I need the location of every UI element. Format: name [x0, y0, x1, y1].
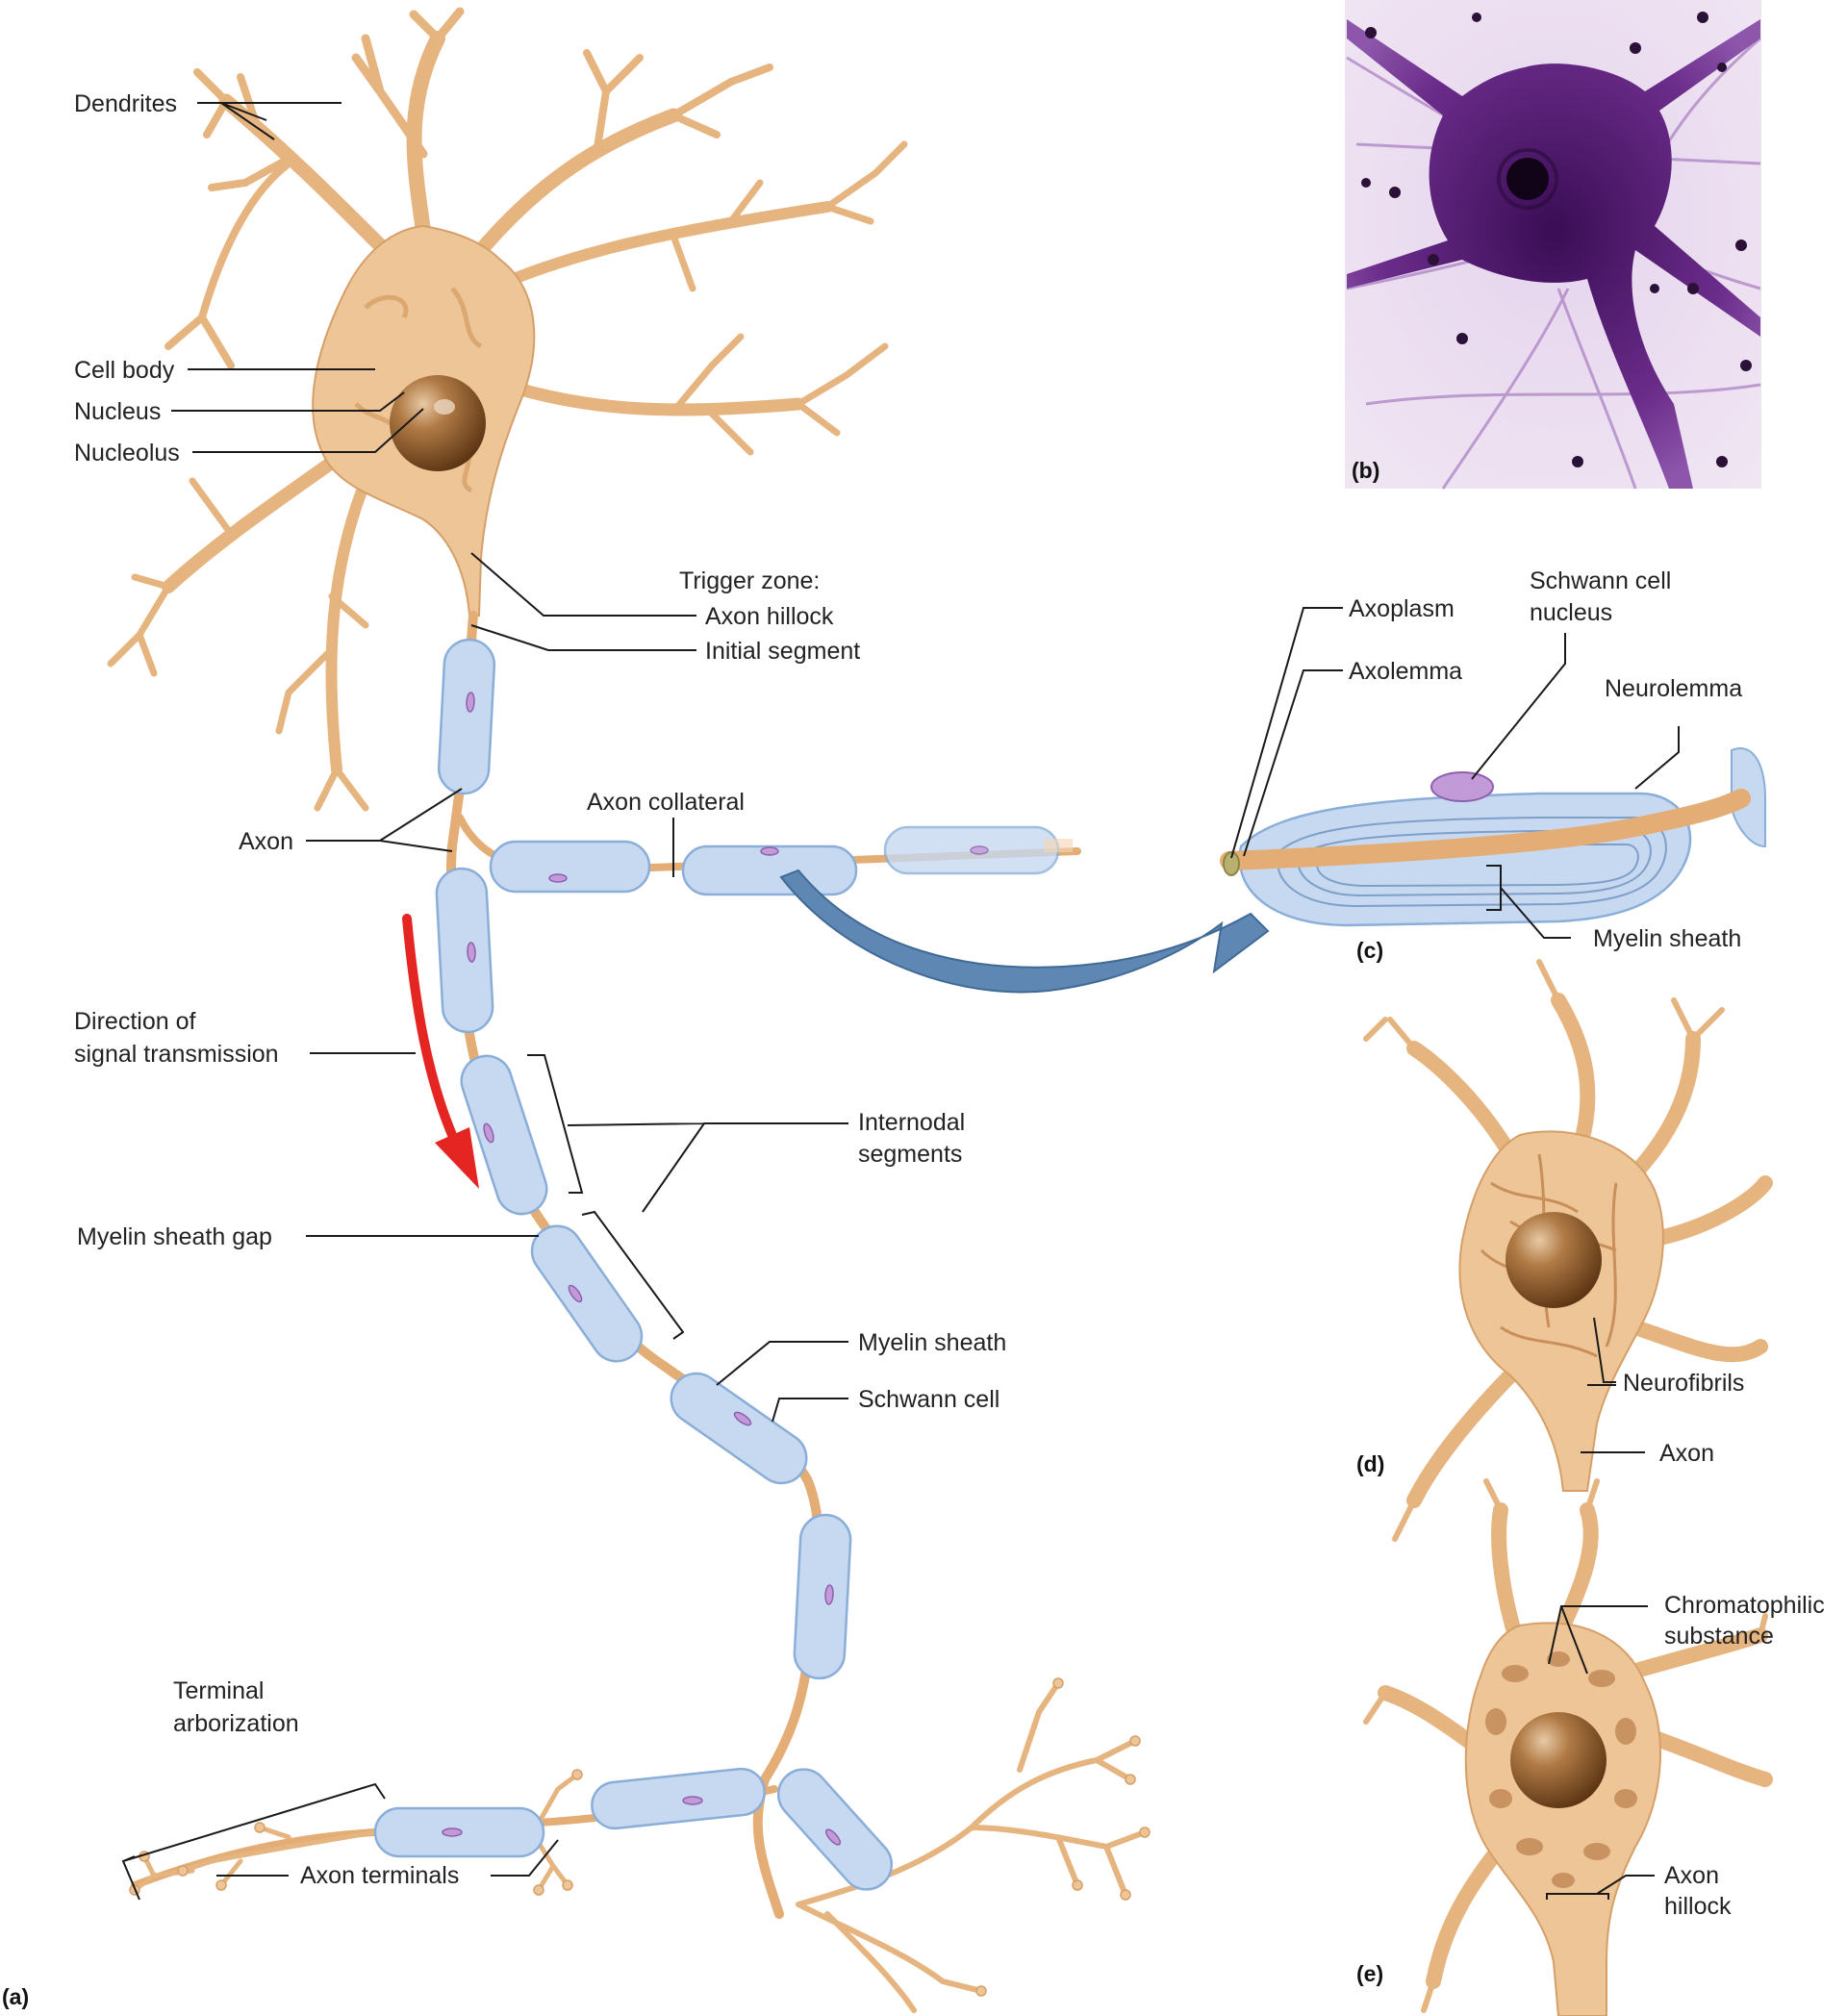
nucleus	[390, 375, 486, 471]
label-nucleus: Nucleus	[74, 398, 161, 425]
label-cell-body: Cell body	[74, 357, 175, 384]
axon-through-sheath	[1220, 789, 1751, 870]
e-nucleus	[1510, 1712, 1607, 1808]
panel-label-c: (c)	[1356, 938, 1383, 963]
soma-texture	[354, 287, 483, 493]
label-schwann-nucleus-1: Schwann cell	[1530, 567, 1671, 594]
label-chromatophilic-1: Chromatophilic	[1664, 1592, 1825, 1619]
left-terminal-branches	[132, 1772, 580, 1893]
label-axon-collateral: Axon collateral	[587, 789, 745, 816]
label-myelin-sheath: Myelin sheath	[858, 1329, 1006, 1356]
internodal-bracket-1	[527, 1054, 584, 1194]
label-nucleolus: Nucleolus	[74, 440, 180, 466]
label-e-axon-2: hillock	[1664, 1893, 1732, 1920]
label-direction-1: Direction of	[74, 1008, 195, 1035]
label-c-myelin-sheath: Myelin sheath	[1593, 925, 1741, 952]
labels-panel-a: Dendrites Cell body Nucleus Nucleolus Tr…	[2, 90, 1006, 2009]
myelin-segments-axon	[435, 638, 894, 1891]
d-nucleus	[1505, 1212, 1602, 1308]
panel-label-b: (b)	[1352, 458, 1379, 483]
panel-label-d: (d)	[1356, 1451, 1384, 1476]
chromatophilic-granules	[1485, 1651, 1637, 1888]
panel-label-e: (e)	[1356, 1961, 1383, 1986]
label-schwann-nucleus-2: nucleus	[1530, 599, 1612, 626]
e-cell-body	[1464, 1622, 1662, 2016]
label-neurofibrils: Neurofibrils	[1623, 1370, 1744, 1397]
panel-e-chromatophilic: Chromatophilic substance Axon hillock (e…	[1356, 1478, 1825, 2016]
axoplasm-end	[1223, 851, 1240, 876]
zoom-arrow	[779, 869, 1270, 994]
myelin-segments-branch	[373, 1767, 766, 1858]
stained-nucleus	[1506, 158, 1549, 200]
panel-b-micrograph: (b)	[1345, 0, 1761, 490]
right-terminal-branches	[796, 1680, 1148, 2013]
myelin-segments-collateral	[489, 825, 1073, 896]
terminal-bracket	[121, 1782, 386, 1901]
label-initial-segment: Initial segment	[705, 638, 860, 665]
label-terminal-2: arborization	[173, 1710, 299, 1737]
panel-label-a: (a)	[2, 1984, 29, 2009]
label-d-axon: Axon	[1659, 1440, 1714, 1467]
panel-d-neurofibrils: Neurofibrils Axon (d)	[1356, 959, 1773, 1542]
label-dendrites: Dendrites	[74, 90, 177, 117]
label-neurolemma: Neurolemma	[1605, 675, 1742, 702]
leaders-c	[1230, 607, 1680, 939]
label-internodal-2: segments	[858, 1141, 962, 1168]
label-axolemma: Axolemma	[1349, 658, 1462, 685]
leaders-d	[1581, 1317, 1645, 1453]
schwann-cell-nucleus	[1430, 771, 1494, 802]
label-myelin-gap: Myelin sheath gap	[77, 1223, 272, 1250]
leaders-a	[171, 102, 848, 1877]
label-axon: Axon	[239, 828, 293, 855]
label-axoplasm: Axoplasm	[1349, 595, 1455, 622]
stained-neuron	[1347, 19, 1760, 489]
dendrite-tree	[107, 7, 908, 812]
label-e-axon-1: Axon	[1664, 1862, 1719, 1889]
label-trigger-zone: Trigger zone:	[679, 567, 820, 594]
label-direction-2: signal transmission	[74, 1041, 279, 1068]
d-cell-body	[1458, 1130, 1664, 1492]
leaders-e	[1546, 1605, 1655, 1900]
signal-direction-arrow	[402, 914, 457, 1140]
internodal-bracket-2	[581, 1210, 685, 1340]
nucleolus	[434, 399, 455, 415]
panel-a-neuron: Dendrites Cell body Nucleus Nucleolus Tr…	[2, 7, 1270, 2013]
label-terminal-1: Terminal	[173, 1677, 264, 1704]
signal-direction-arrowhead	[435, 1127, 479, 1189]
label-axon-terminals: Axon terminals	[300, 1862, 459, 1889]
panel-c-myelinated-axon: Axoplasm Axolemma Schwann cell nucleus N…	[1220, 567, 1766, 963]
label-schwann-cell: Schwann cell	[858, 1386, 999, 1413]
glial-nuclei	[1361, 12, 1752, 467]
label-internodal-1: Internodal	[858, 1109, 965, 1136]
label-axon-hillock: Axon hillock	[705, 603, 834, 630]
label-chromatophilic-2: substance	[1664, 1623, 1774, 1650]
